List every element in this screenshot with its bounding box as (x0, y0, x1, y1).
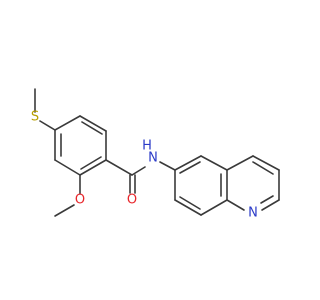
molecule-drawing: S O O H N N (31, 88, 280, 221)
bond-c2 (252, 155, 280, 171)
bond-a2 (79, 115, 107, 132)
bond-a4 (79, 159, 107, 176)
atom-ring-nitrogen: N (248, 206, 258, 221)
atom-sulfur: S (31, 110, 39, 125)
bond-c4-inner (260, 195, 274, 204)
bond-a5 (54, 159, 81, 176)
bond-o-methyl (54, 204, 75, 217)
structure-canvas: S O O H N N (31, 88, 280, 221)
bond-b5 (174, 199, 202, 216)
bond-n-ring (159, 161, 176, 171)
bond-b4 (200, 199, 228, 216)
bond-c5 (226, 199, 245, 211)
atom-amide-hydrogen: H (142, 139, 152, 154)
bond-c1 (226, 155, 254, 171)
bond-c4 (261, 199, 280, 211)
bond-b2 (200, 155, 228, 171)
bond-ring-carbonyl (105, 159, 133, 176)
atom-oxygen-methoxy: O (75, 193, 85, 208)
bond-a1 (54, 115, 81, 131)
bond-b1-inner (179, 161, 201, 174)
bond-s-ring (39, 120, 56, 131)
atom-oxygen-carbonyl: O (127, 193, 137, 208)
bond-b1 (174, 155, 202, 171)
bond-a2-inner (81, 121, 103, 135)
bond-a4-inner (80, 156, 102, 170)
atom-amide-nitrogen: N (148, 151, 158, 166)
bond-c2-inner (252, 161, 274, 175)
bond-b5-inner (179, 196, 201, 210)
bond-carbonyl-n (131, 166, 146, 176)
